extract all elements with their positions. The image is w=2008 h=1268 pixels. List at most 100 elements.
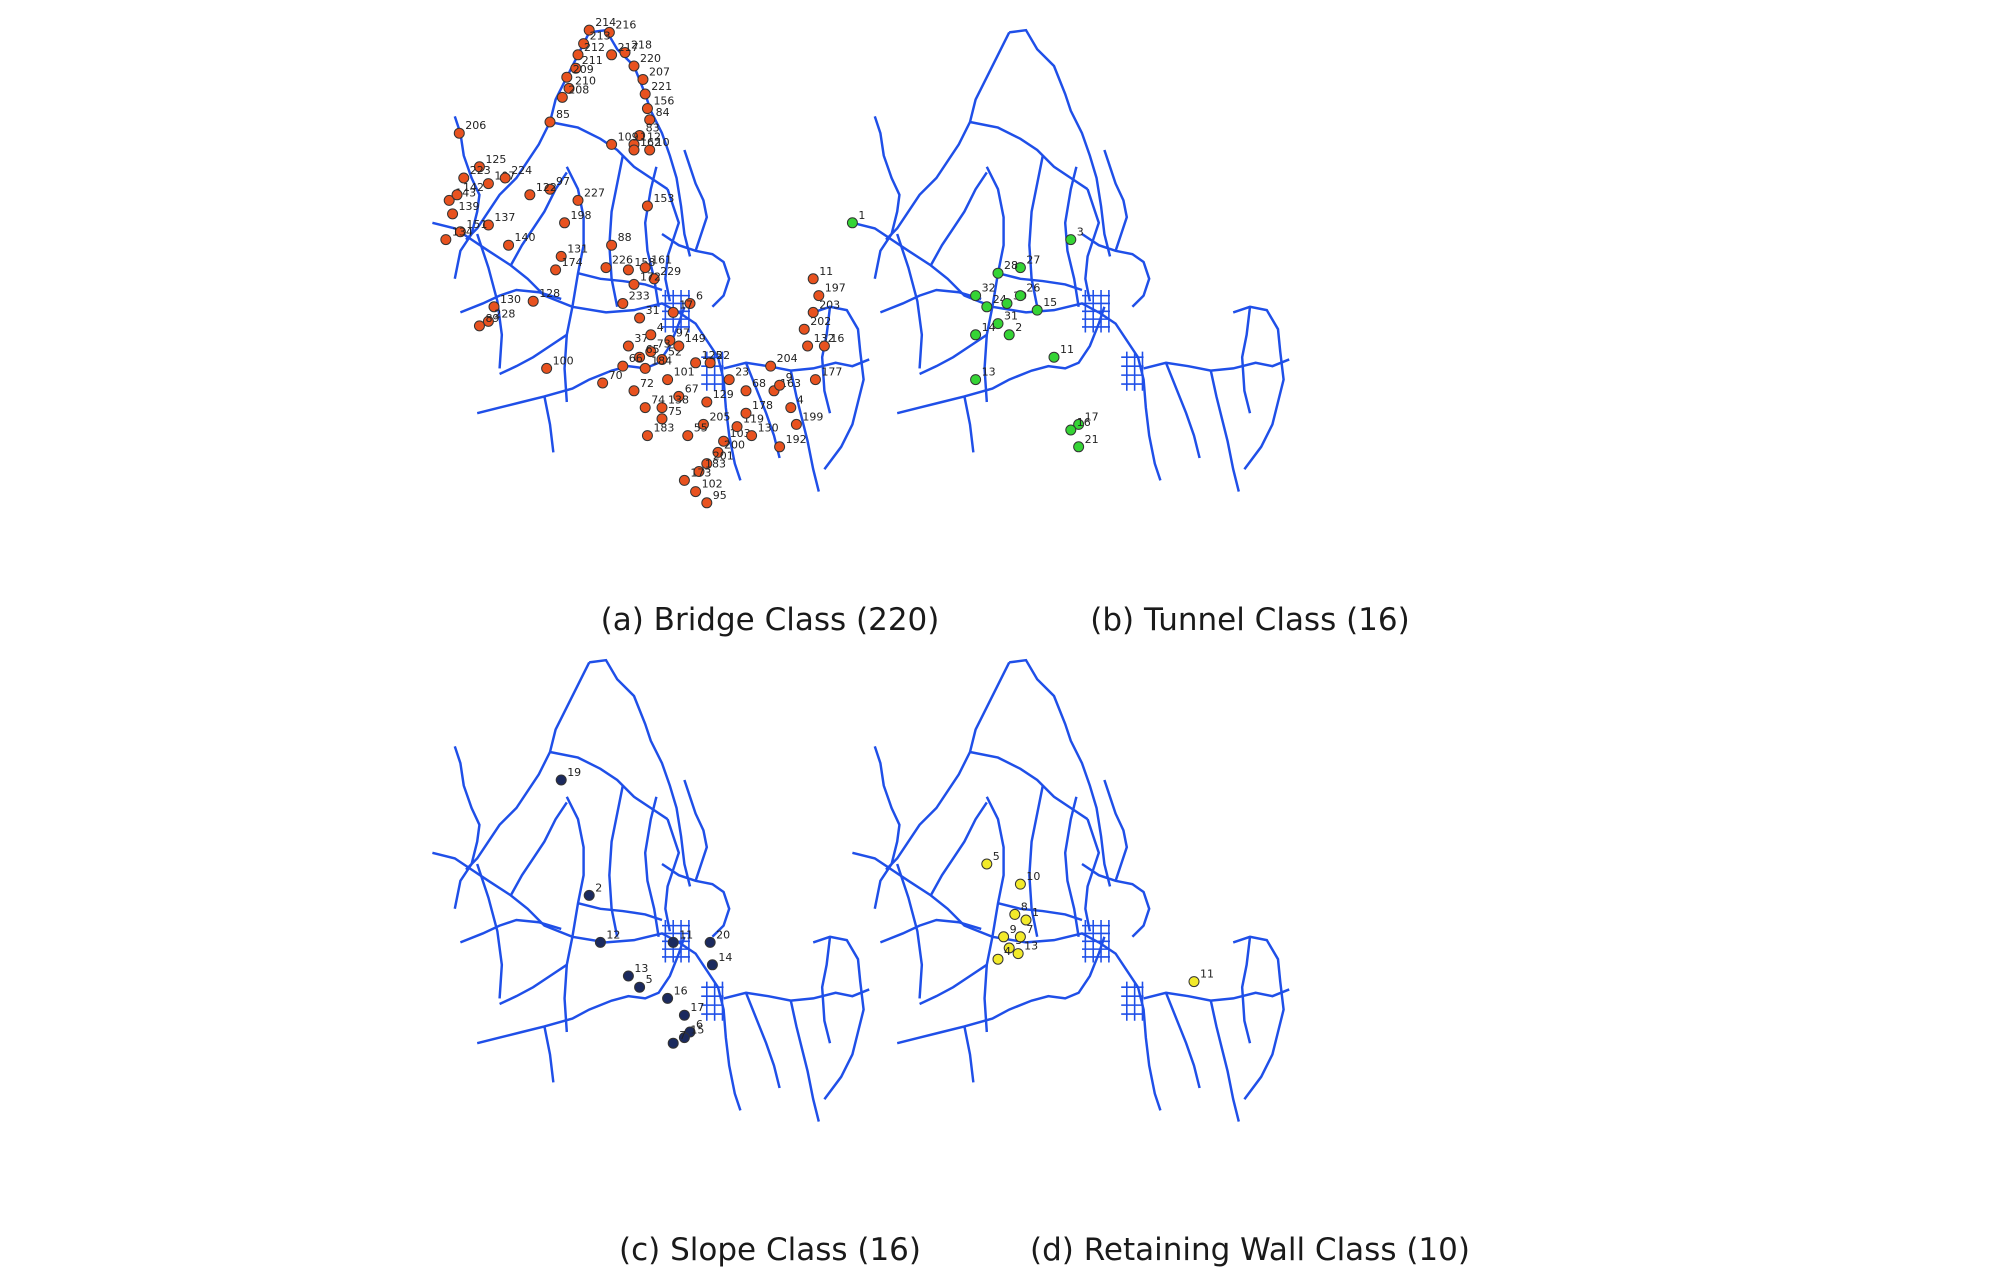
marker-a-101 bbox=[667, 306, 679, 318]
panel-d-roads bbox=[851, 658, 1291, 1123]
marker-label-a-76: 173 bbox=[690, 466, 711, 479]
marker-d-6 bbox=[1014, 931, 1026, 943]
marker-a-56 bbox=[740, 385, 752, 397]
marker-label-a-34: 198 bbox=[571, 209, 592, 222]
marker-label-a-84: 73 bbox=[657, 338, 671, 351]
marker-b-2 bbox=[1014, 262, 1026, 274]
marker-c-2 bbox=[594, 936, 606, 948]
marker-label-a-0: 214 bbox=[595, 16, 616, 29]
marker-a-93 bbox=[641, 430, 653, 442]
marker-label-b-9: 15 bbox=[1043, 296, 1057, 309]
marker-a-22 bbox=[482, 178, 494, 190]
marker-label-a-91: 74 bbox=[651, 394, 665, 407]
marker-d-4 bbox=[998, 931, 1010, 943]
marker-a-35 bbox=[641, 200, 653, 212]
marker-label-a-8: 220 bbox=[640, 52, 661, 65]
marker-a-15 bbox=[641, 103, 653, 115]
marker-a-53 bbox=[656, 353, 668, 365]
marker-d-2 bbox=[1009, 908, 1021, 920]
marker-a-85 bbox=[634, 351, 646, 363]
marker-c-5 bbox=[706, 959, 718, 971]
caption-retaining-wall-class: (d) Retaining Wall Class (10) bbox=[1030, 1232, 1470, 1268]
marker-a-4 bbox=[619, 47, 631, 59]
marker-a-63 bbox=[731, 421, 743, 433]
marker-a-30 bbox=[454, 226, 466, 238]
marker-label-d-8: 4 bbox=[1004, 945, 1011, 958]
panel-c-roads bbox=[431, 658, 871, 1123]
marker-a-6 bbox=[570, 62, 582, 74]
marker-b-12 bbox=[1048, 351, 1060, 363]
marker-label-a-77: 102 bbox=[702, 478, 723, 491]
marker-a-42 bbox=[622, 264, 634, 276]
marker-b-5 bbox=[981, 301, 993, 313]
marker-a-24 bbox=[473, 161, 485, 173]
marker-b-6 bbox=[1001, 297, 1013, 309]
marker-a-62 bbox=[718, 435, 730, 447]
marker-label-a-79: 101 bbox=[674, 366, 695, 379]
marker-a-84 bbox=[645, 346, 657, 358]
marker-a-50 bbox=[617, 297, 629, 309]
marker-a-81 bbox=[622, 340, 634, 352]
marker-a-90 bbox=[628, 385, 640, 397]
marker-label-a-101: 17 bbox=[679, 298, 693, 311]
marker-a-14 bbox=[453, 127, 465, 139]
marker-label-d-4: 9 bbox=[1010, 923, 1017, 936]
marker-a-43 bbox=[639, 262, 651, 274]
marker-a-66 bbox=[807, 306, 819, 318]
marker-a-17 bbox=[634, 129, 646, 141]
marker-label-a-94: 177 bbox=[821, 366, 842, 379]
marker-b-7 bbox=[992, 318, 1004, 330]
marker-a-55 bbox=[723, 374, 735, 386]
marker-c-9 bbox=[678, 1009, 690, 1021]
marker-label-b-7: 31 bbox=[1004, 310, 1018, 323]
marker-label-a-97: 11 bbox=[819, 265, 833, 278]
marker-label-b-4: 32 bbox=[982, 282, 996, 295]
marker-d-1 bbox=[1014, 878, 1026, 890]
marker-label-a-95: 132 bbox=[814, 332, 835, 345]
marker-label-a-92: 75 bbox=[668, 405, 682, 418]
marker-a-7 bbox=[561, 71, 573, 83]
marker-a-97 bbox=[807, 273, 819, 285]
marker-label-a-17: 83 bbox=[646, 121, 660, 134]
marker-label-c-5: 14 bbox=[718, 951, 732, 964]
marker-a-86 bbox=[617, 360, 629, 372]
caption-bridge-class: (a) Bridge Class (220) bbox=[600, 602, 940, 638]
marker-a-72 bbox=[790, 418, 802, 430]
marker-label-a-52: 100 bbox=[553, 354, 574, 367]
marker-label-a-87: 149 bbox=[685, 332, 706, 345]
marker-a-8 bbox=[628, 60, 640, 72]
marker-label-a-86: 66 bbox=[629, 352, 643, 365]
marker-a-52 bbox=[541, 362, 553, 374]
marker-c-7 bbox=[634, 981, 646, 993]
marker-label-a-35: 153 bbox=[653, 192, 674, 205]
caption-slope-class: (c) Slope Class (16) bbox=[619, 1232, 921, 1268]
marker-label-a-7: 209 bbox=[573, 63, 594, 76]
marker-a-89 bbox=[597, 377, 609, 389]
marker-label-a-39: 131 bbox=[567, 242, 588, 255]
marker-a-82 bbox=[645, 329, 657, 341]
marker-a-76 bbox=[678, 474, 690, 486]
marker-label-a-85: 65 bbox=[646, 343, 660, 356]
marker-a-5 bbox=[606, 49, 618, 61]
marker-a-98 bbox=[818, 340, 830, 352]
marker-label-a-74: 201 bbox=[713, 450, 734, 463]
marker-label-c-3: 11 bbox=[679, 928, 693, 941]
marker-a-10 bbox=[556, 91, 568, 103]
marker-label-a-65: 202 bbox=[810, 315, 831, 328]
marker-label-b-13: 13 bbox=[982, 366, 996, 379]
marker-a-45 bbox=[628, 278, 640, 290]
marker-label-a-18: 112 bbox=[640, 130, 661, 143]
marker-a-48 bbox=[482, 315, 494, 327]
marker-a-99 bbox=[774, 379, 786, 391]
marker-label-a-88: 125 bbox=[702, 349, 723, 362]
marker-b-15 bbox=[1065, 424, 1077, 436]
marker-a-70 bbox=[746, 430, 758, 442]
marker-a-39 bbox=[555, 250, 567, 262]
marker-a-69 bbox=[740, 407, 752, 419]
marker-label-b-3: 28 bbox=[1004, 259, 1018, 272]
marker-label-a-73: 200 bbox=[724, 438, 745, 451]
marker-a-31 bbox=[544, 183, 556, 195]
marker-b-0 bbox=[846, 217, 858, 229]
marker-c-6 bbox=[622, 970, 634, 982]
marker-label-b-11: 14 bbox=[982, 321, 996, 334]
